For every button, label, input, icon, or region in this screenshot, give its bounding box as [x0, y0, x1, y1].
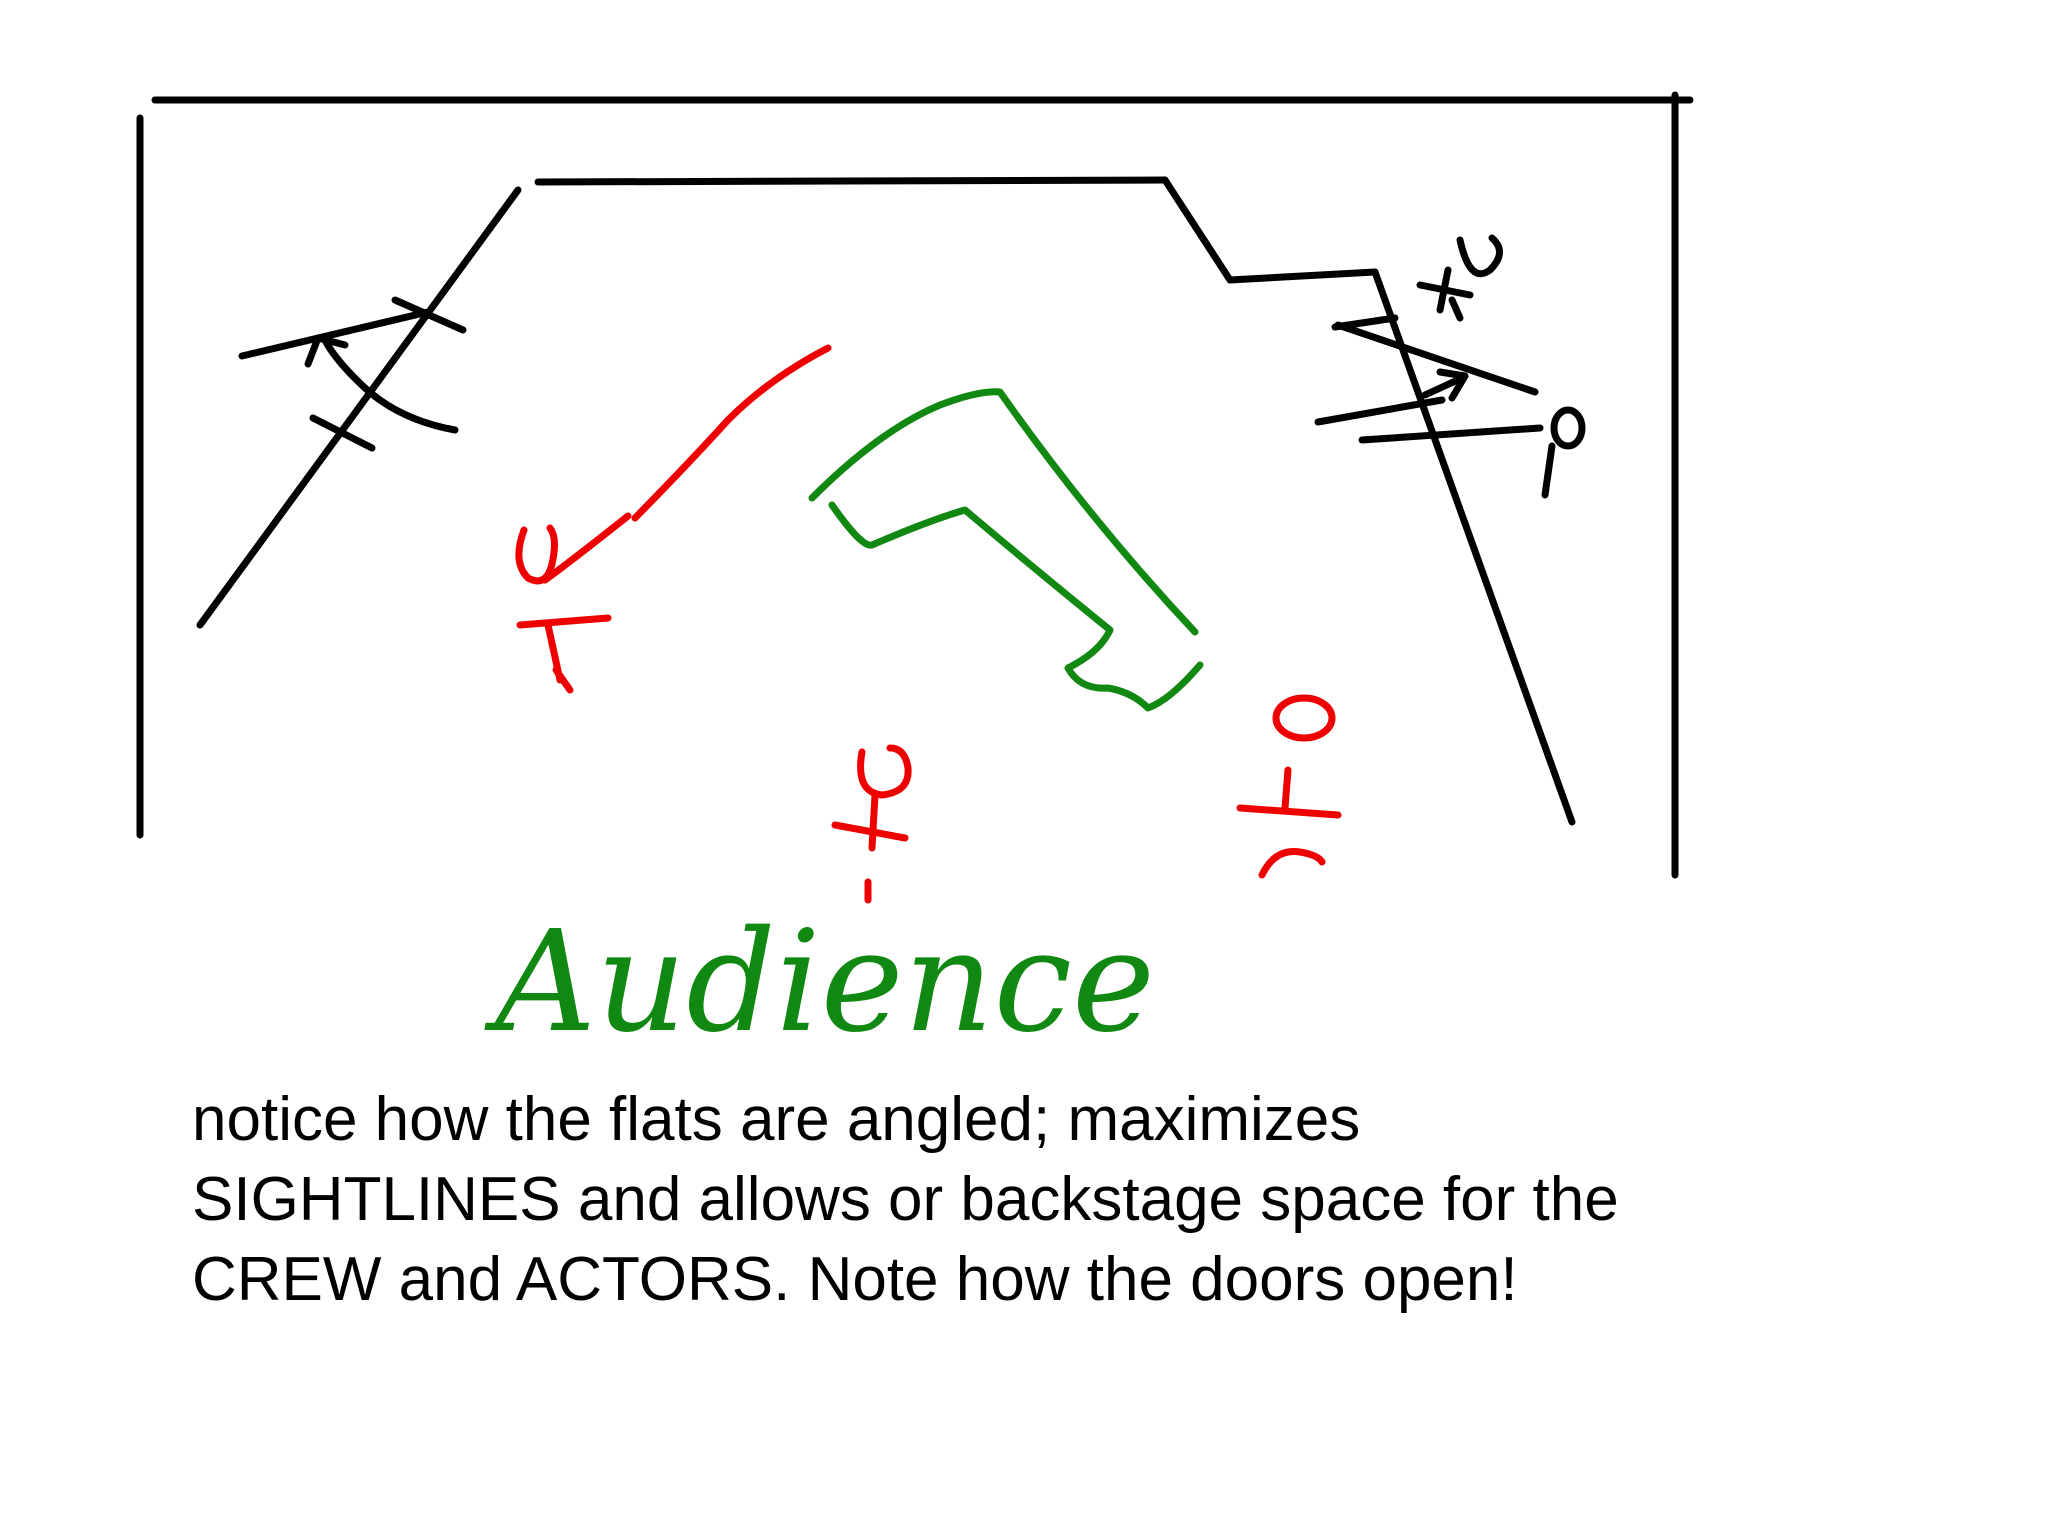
- left-door-lower-tick: [309, 414, 376, 452]
- actor-center-body: [868, 791, 879, 852]
- actor-left-arms: [516, 614, 612, 629]
- actor-upper-left-arc: [631, 344, 832, 522]
- right-doors: [1314, 314, 1544, 444]
- actor-center-arms: [831, 821, 909, 842]
- crew-member-upper-leg: [1448, 296, 1464, 322]
- right-door-swing-line: [1421, 374, 1466, 399]
- right-door-panel-upper: [1334, 321, 1539, 396]
- left-door-hinge-tick: [391, 296, 467, 334]
- actor-center-head: [857, 744, 912, 799]
- upstage-flat: [534, 176, 1169, 186]
- right-angled-flat: [1371, 268, 1576, 826]
- couch-outline: [808, 388, 1199, 636]
- crew-member-lower-body: [1541, 442, 1556, 499]
- actor-right-body: [1281, 766, 1292, 812]
- actor-right-head: [1272, 694, 1336, 742]
- set-flats: [196, 176, 1576, 826]
- crew-member-lower-head: [1550, 406, 1586, 450]
- crew-member-upper-head: [1456, 234, 1503, 278]
- actor-left: [515, 524, 612, 694]
- left-door-panel: [238, 308, 432, 360]
- right-door-tick-upper: [1331, 314, 1399, 331]
- right-door-tick-lower: [1358, 424, 1544, 444]
- actor-right-arms: [1236, 804, 1342, 819]
- stage-boundary: [136, 91, 1694, 879]
- left-door: [238, 296, 467, 452]
- right-door-arrow-head-icon: [1436, 368, 1469, 402]
- crew-member-upper-arm: [1416, 281, 1474, 299]
- actor-left-foot: [552, 666, 574, 694]
- actor-left-head: [515, 524, 558, 585]
- couch: [808, 388, 1204, 712]
- actor-right-legs: [1258, 847, 1326, 879]
- left-door-arrow-head-icon: [304, 334, 349, 368]
- left-angled-flat: [196, 186, 522, 629]
- right-door-panel-lower: [1314, 396, 1446, 426]
- caption-text: notice how the flats are angled; maximiz…: [192, 1085, 1619, 1314]
- audience-label: Audience: [484, 901, 1155, 1064]
- left-door-swing-arc: [321, 336, 459, 434]
- couch-inner: [828, 501, 1204, 712]
- actors: [515, 344, 1342, 904]
- crew-figures: [1416, 234, 1586, 499]
- actor-right: [1236, 694, 1342, 879]
- right-upper-flat: [1161, 176, 1379, 284]
- actor-center: [831, 744, 912, 904]
